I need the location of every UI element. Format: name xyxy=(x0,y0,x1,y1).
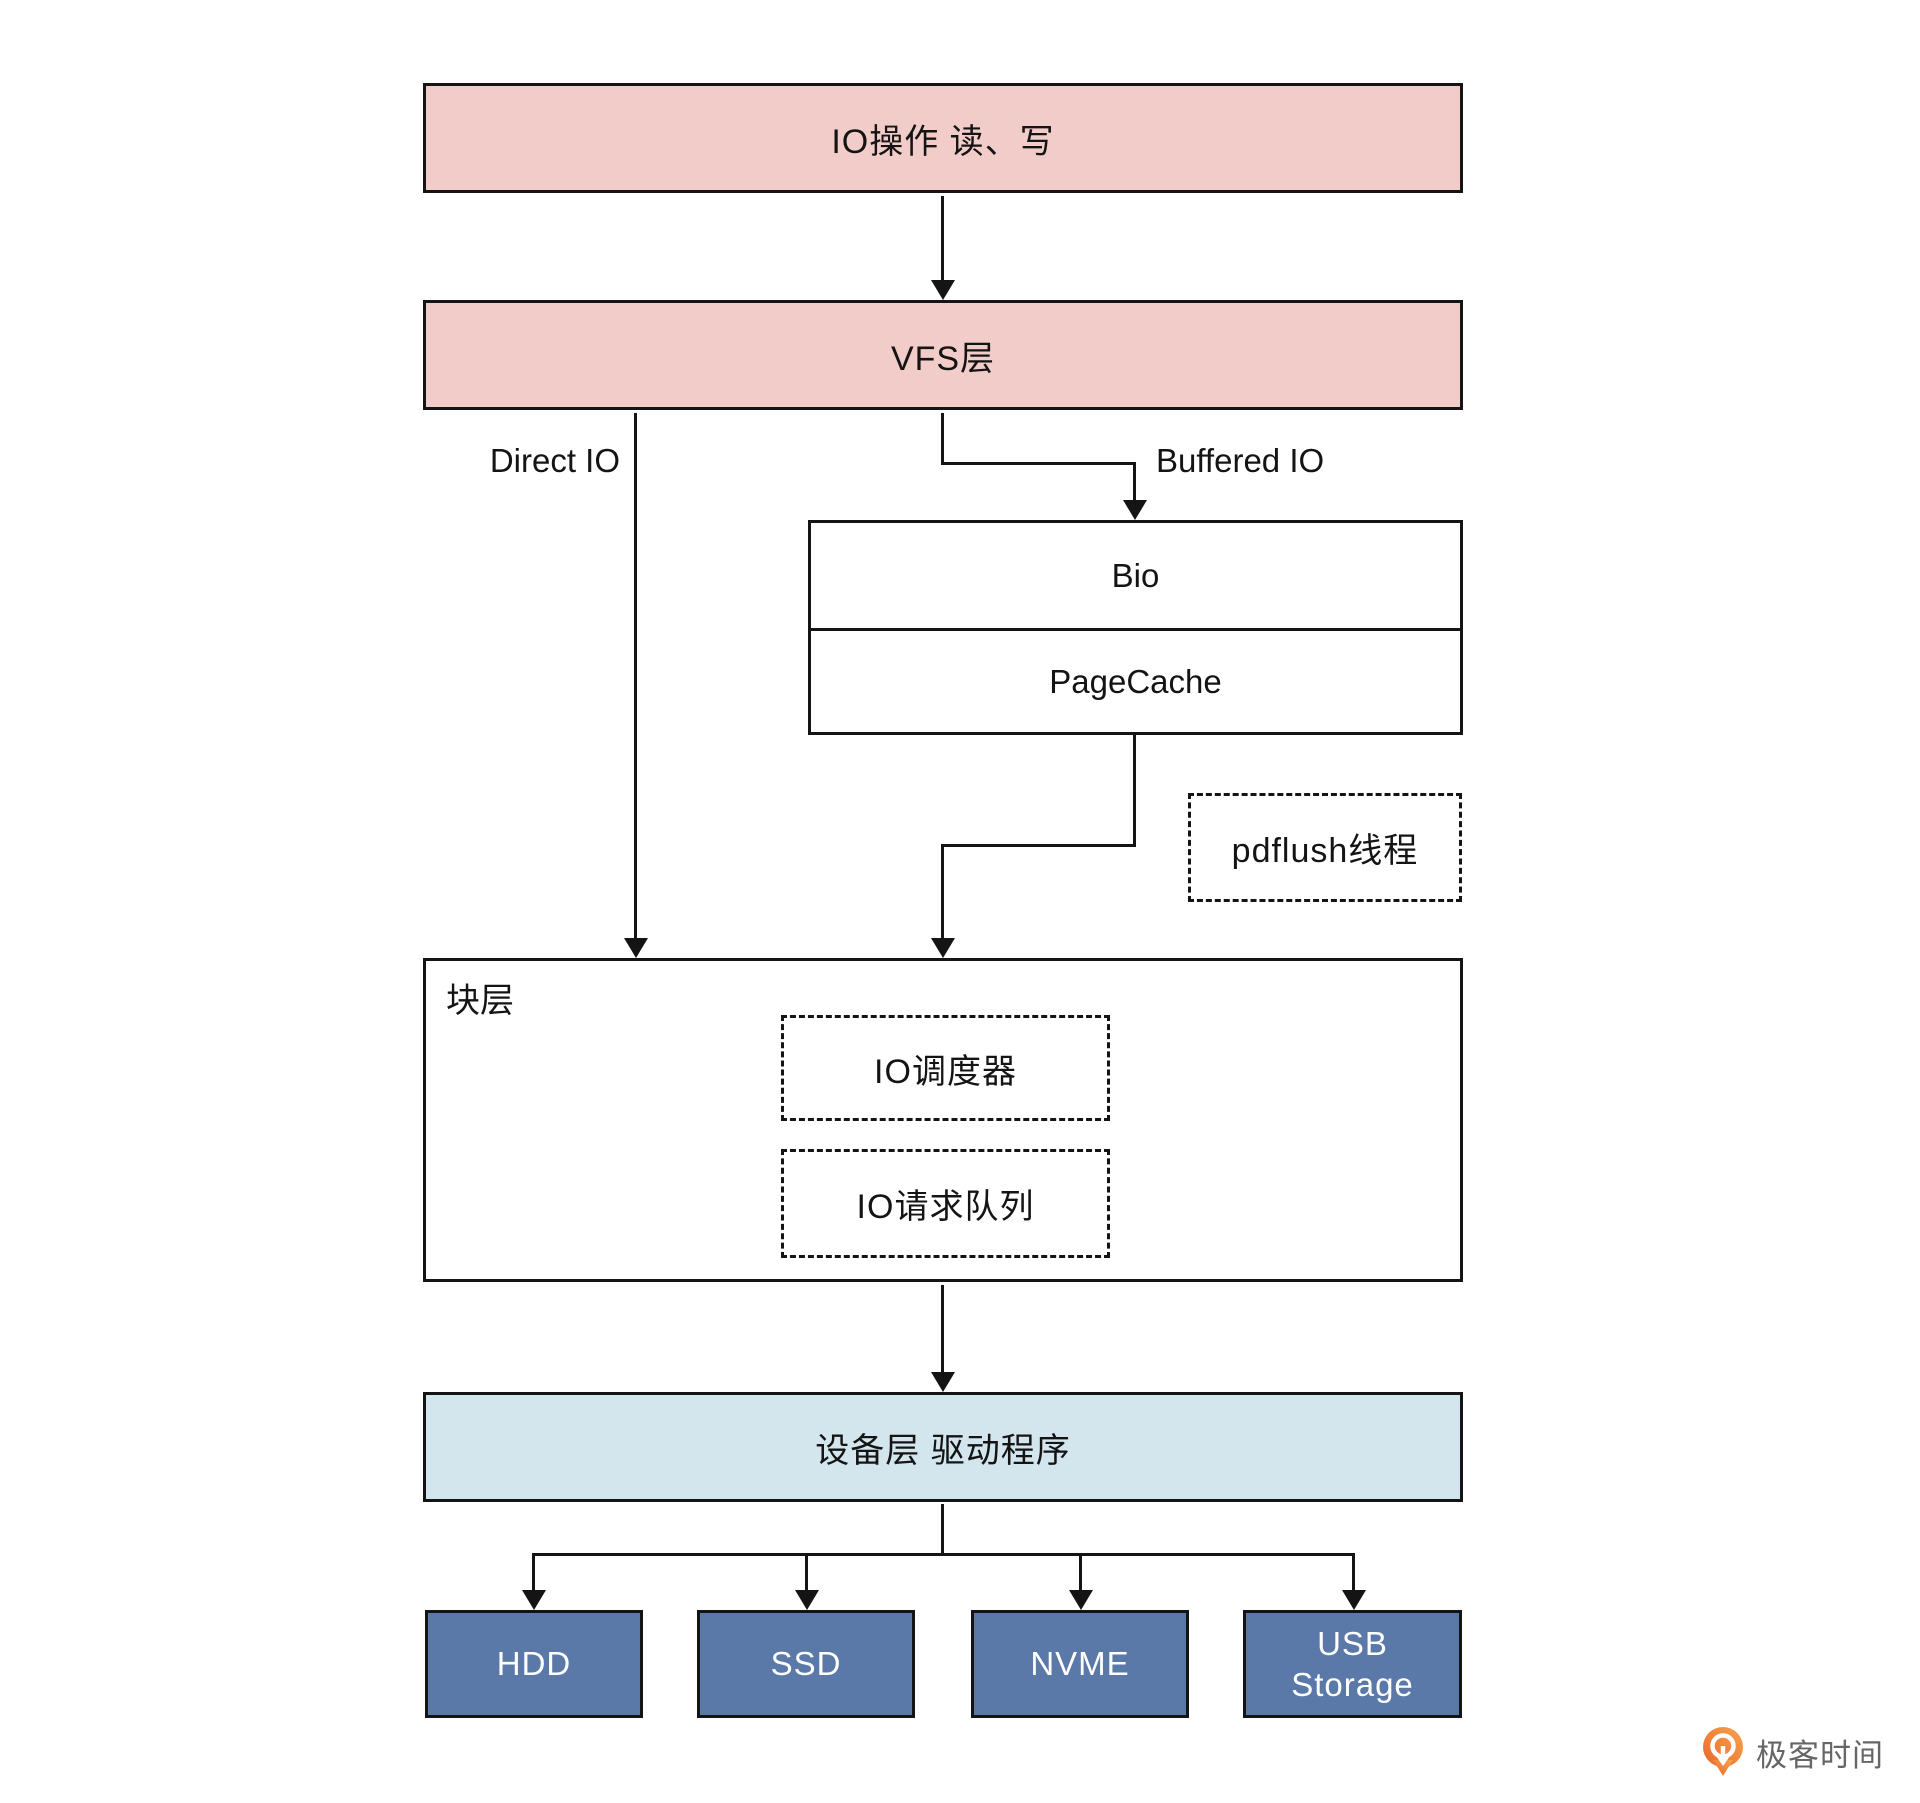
vfs-layer-box: VFS层 xyxy=(423,300,1463,410)
buffered-io-label: Buffered IO xyxy=(1156,442,1325,479)
io-scheduler-label: IO调度器 xyxy=(874,1052,1017,1091)
vfs-layer-label: VFS层 xyxy=(890,339,996,378)
fanout-drop-hdd xyxy=(532,1553,535,1592)
pagecache-cell: PageCache xyxy=(811,631,1460,732)
geektime-logo-icon xyxy=(1703,1727,1743,1776)
pdflush-box: pdflush线程 xyxy=(1188,793,1462,902)
buffered-io-line-v1 xyxy=(941,413,944,465)
pagecache-exit-line-v2 xyxy=(941,844,944,940)
io-scheduler-box: IO调度器 xyxy=(781,1015,1110,1121)
pdflush-label: pdflush线程 xyxy=(1231,832,1419,870)
direct-io-label: Direct IO xyxy=(489,442,620,479)
pagecache-exit-arrowhead xyxy=(931,938,955,958)
arrow-io-to-vfs-head xyxy=(931,280,955,300)
buffered-io-line-v2 xyxy=(1133,462,1136,502)
bio-pagecache-divider xyxy=(811,628,1460,631)
pagecache-exit-line-v1 xyxy=(1133,735,1136,847)
fanout-arrowhead-nvme xyxy=(1069,1590,1093,1610)
io-operations-box: IO操作 读、写 xyxy=(423,83,1463,193)
bio-pagecache-box: Bio PageCache xyxy=(808,520,1463,735)
io-request-queue-box: IO请求队列 xyxy=(781,1149,1110,1258)
device-label-usb-storage: USB Storage xyxy=(1291,1624,1414,1703)
pagecache-exit-line-h xyxy=(941,844,1136,847)
geektime-logo: 极客时间 xyxy=(1700,1726,1884,1778)
arrow-block-to-device-head xyxy=(931,1372,955,1392)
io-request-queue-label: IO请求队列 xyxy=(856,1188,1035,1226)
fanout-drop-nvme xyxy=(1079,1553,1082,1592)
io-operations-label: IO操作 读、写 xyxy=(831,122,1055,161)
device-layer-label: 设备层 驱动程序 xyxy=(815,1431,1071,1470)
fanout-arrowhead-usb xyxy=(1342,1590,1366,1610)
fanout-stem-line xyxy=(941,1504,944,1556)
fanout-horizontal-line xyxy=(532,1553,1355,1556)
device-box-ssd: SSD xyxy=(697,1610,915,1718)
device-label-hdd: HDD xyxy=(496,1645,572,1683)
device-label-ssd: SSD xyxy=(770,1645,842,1683)
pagecache-label: PageCache xyxy=(1049,662,1222,700)
direct-io-line xyxy=(634,413,637,940)
block-layer-box: 块层 IO调度器 IO请求队列 xyxy=(423,958,1463,1282)
fanout-arrowhead-hdd xyxy=(522,1590,546,1610)
geektime-logo-text: 极客时间 xyxy=(1756,1737,1884,1773)
buffered-io-line-h xyxy=(941,462,1136,465)
fanout-drop-usb xyxy=(1352,1553,1355,1592)
fanout-drop-ssd xyxy=(805,1553,808,1592)
device-box-usb-storage: USB Storage xyxy=(1243,1610,1462,1718)
direct-io-arrowhead xyxy=(624,938,648,958)
device-box-hdd: HDD xyxy=(425,1610,643,1718)
device-box-nvme: NVME xyxy=(971,1610,1189,1718)
buffered-io-arrowhead xyxy=(1123,500,1147,520)
device-label-nvme: NVME xyxy=(1030,1645,1130,1683)
fanout-arrowhead-ssd xyxy=(795,1590,819,1610)
bio-cell: Bio xyxy=(811,523,1460,628)
arrow-io-to-vfs-line xyxy=(941,196,944,282)
block-layer-label: 块层 xyxy=(446,982,514,1020)
bio-label: Bio xyxy=(1111,556,1160,594)
device-layer-box: 设备层 驱动程序 xyxy=(423,1392,1463,1502)
arrow-block-to-device-line xyxy=(941,1285,944,1374)
